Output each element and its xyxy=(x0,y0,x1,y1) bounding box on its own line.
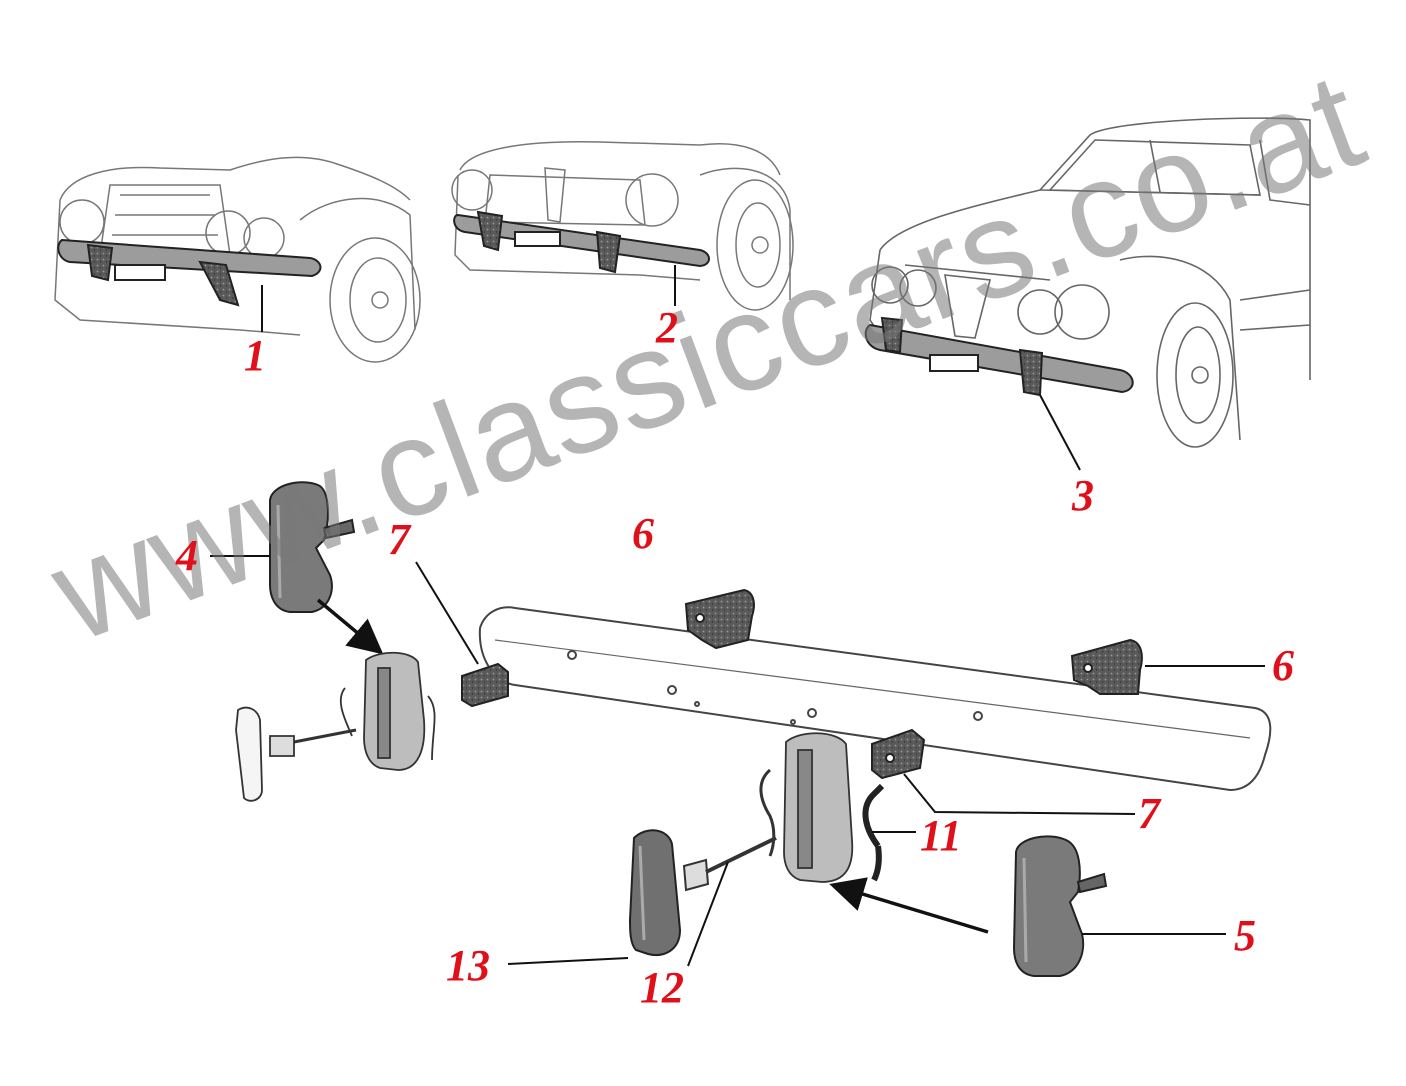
leader-line-3 xyxy=(1039,394,1081,471)
callout-11: 11 xyxy=(920,811,962,860)
callout-1: 1 xyxy=(244,331,266,380)
callout-7-left: 7 xyxy=(388,515,410,564)
right-bracket-assembly xyxy=(783,732,854,883)
leader-line-13 xyxy=(507,957,629,965)
spacer-block-7-right xyxy=(871,728,926,780)
callout-5: 5 xyxy=(1234,911,1256,960)
bumper-variant-1 xyxy=(57,238,322,307)
overrider-4 xyxy=(269,481,356,613)
car-variant-1-illustration xyxy=(54,156,421,363)
left-bracket-assembly xyxy=(235,651,436,802)
assembly-arrow-4 xyxy=(316,598,384,655)
bolt-12 xyxy=(682,836,777,892)
clip-left-of-bracket xyxy=(759,768,776,857)
leader-line-7b xyxy=(903,773,1136,815)
callout-6-right: 6 xyxy=(1272,641,1294,690)
overrider-5 xyxy=(1012,835,1108,977)
callout-3: 3 xyxy=(1072,471,1094,520)
spacer-block-7-left xyxy=(461,662,509,708)
callout-6-top: 6 xyxy=(632,509,654,558)
car-variant-3-illustration xyxy=(869,117,1311,448)
leader-line-7a xyxy=(415,561,479,665)
bumper-variant-2 xyxy=(453,210,710,274)
callout-4: 4 xyxy=(176,531,198,580)
rubber-block-6-right xyxy=(1070,638,1143,695)
pad-13 xyxy=(628,829,682,956)
clip-11 xyxy=(862,783,885,882)
rubber-block-6-left xyxy=(684,588,755,650)
callout-7-right: 7 xyxy=(1138,789,1160,838)
bumper-variant-3 xyxy=(864,316,1134,397)
callout-12: 12 xyxy=(640,963,684,1012)
callout-2: 2 xyxy=(656,303,678,352)
assembly-arrow-5 xyxy=(829,877,989,934)
callout-13: 13 xyxy=(446,941,490,990)
leader-line-12 xyxy=(687,861,729,967)
